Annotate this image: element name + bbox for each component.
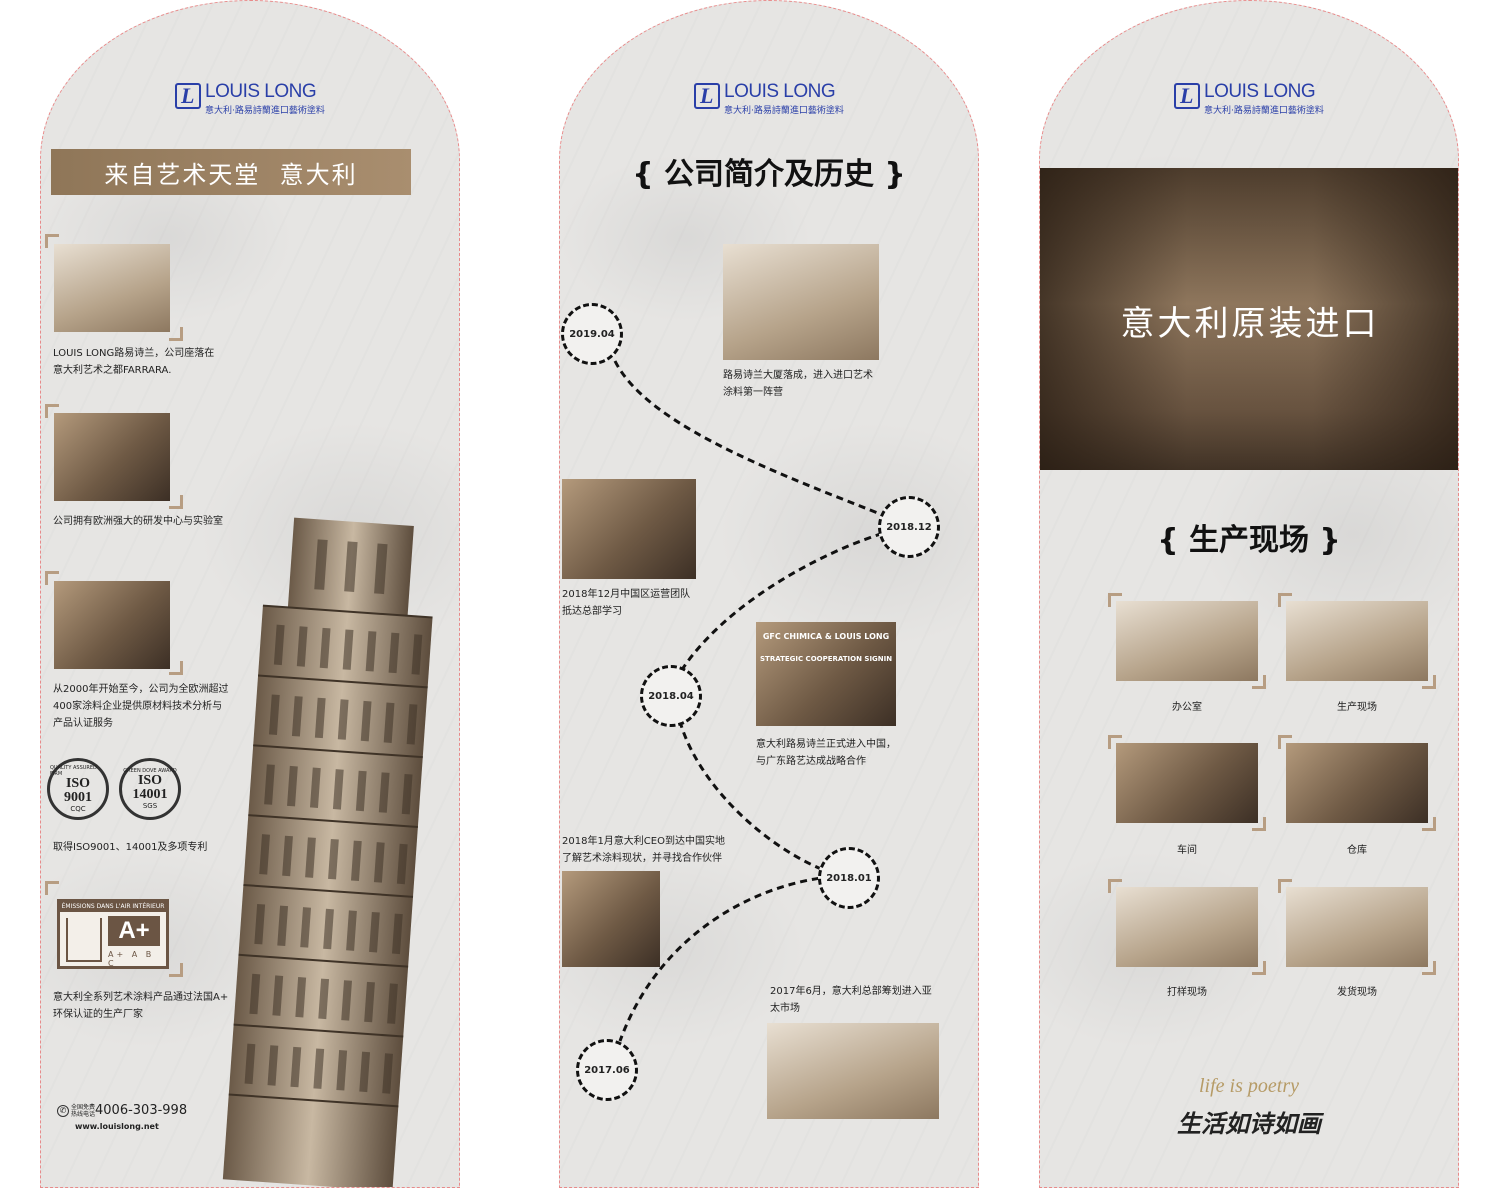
slogan-english: life is poetry <box>1199 1075 1299 1097</box>
milestone-text: 涂料第一阵营 <box>723 387 783 398</box>
panel-production: L LOUIS LONG 意大利·路易詩蘭進口藝術塗料 意大利原装进口 { 生产… <box>1039 0 1459 1188</box>
gallery-caption: 办公室 <box>1172 702 1202 713</box>
item-text: LOUIS LONG路易诗兰，公司座落在 <box>53 348 215 359</box>
photo-city <box>54 244 170 332</box>
section-title: { 生产现场 } <box>1157 523 1341 558</box>
milestone-text: 与广东路艺达成战略合作 <box>756 756 866 767</box>
brand-name: LOUIS LONG <box>724 81 836 102</box>
gallery-caption: 生产现场 <box>1337 702 1377 713</box>
item-text: 从2000年开始至今，公司为全欧洲超过 <box>53 684 229 695</box>
frame-corner <box>45 404 59 418</box>
brand-name: LOUIS LONG <box>1204 81 1316 102</box>
item-text: 环保认证的生产厂家 <box>53 1009 143 1020</box>
frame-corner <box>45 881 59 895</box>
item-text: 400家涂料企业提供原材料技术分析与 <box>53 701 223 712</box>
frame-corner <box>169 327 183 341</box>
logo-icon: L <box>694 83 720 109</box>
gallery-photo[interactable] <box>1286 601 1428 681</box>
frame-corner <box>1422 675 1436 689</box>
gallery-photo[interactable] <box>1116 887 1258 967</box>
item-text: 产品认证服务 <box>53 718 113 729</box>
gallery-caption: 车间 <box>1177 845 1197 856</box>
photo-team <box>562 479 696 579</box>
photo-office <box>54 581 170 669</box>
frame-corner <box>1108 735 1122 749</box>
leaning-tower-image <box>222 517 433 1187</box>
contact-block: ✆ 全国免费热线电话 4006-303-998 www.louislong.ne… <box>57 1103 197 1135</box>
house-icon <box>66 918 102 962</box>
frame-corner <box>1278 735 1292 749</box>
photo-hq <box>767 1023 939 1119</box>
frame-corner <box>1252 961 1266 975</box>
gallery-photo[interactable] <box>1286 887 1428 967</box>
banner: 来自艺术天堂 意大利 <box>51 149 411 195</box>
logo-icon: L <box>1174 83 1200 109</box>
timeline-node-2018-12[interactable]: 2018.12 <box>878 496 940 558</box>
gallery-caption: 仓库 <box>1347 845 1367 856</box>
milestone-text: 了解艺术涂料现状，并寻找合作伙伴 <box>562 853 722 864</box>
logo-icon: L <box>175 83 201 109</box>
phone-icon: ✆ <box>57 1105 69 1117</box>
brand-logo[interactable]: L LOUIS LONG 意大利·路易詩蘭進口藝術塗料 <box>1174 81 1324 116</box>
frame-corner <box>1278 879 1292 893</box>
iso14001-cert-icon: GREEN DOVE AWARD ISO 14001 SGS <box>119 758 181 820</box>
cathedral-hero-image: 意大利原装进口 <box>1040 168 1458 470</box>
brand-name: LOUIS LONG <box>205 81 317 102</box>
panel-history: L LOUIS LONG 意大利·路易詩蘭進口藝術塗料 { 公司简介及历史 } … <box>559 0 979 1188</box>
milestone-text: 2017年6月，意大利总部筹划进入亚 <box>770 986 932 997</box>
frame-corner <box>169 495 183 509</box>
photo-building <box>723 244 879 360</box>
milestone-text: 2018年1月意大利CEO到达中国实地 <box>562 836 725 847</box>
milestone-text: 抵达总部学习 <box>562 606 622 617</box>
brand-subtitle: 意大利·路易詩蘭進口藝術塗料 <box>724 106 844 116</box>
brand-subtitle: 意大利·路易詩蘭進口藝術塗料 <box>205 106 325 116</box>
photo-lab <box>54 413 170 501</box>
milestone-text: 意大利路易诗兰正式进入中国， <box>756 739 896 750</box>
gallery-photo[interactable] <box>1116 743 1258 823</box>
milestone-text: 2018年12月中国区运营团队 <box>562 589 691 600</box>
frame-corner <box>1108 879 1122 893</box>
item-text: 公司拥有欧洲强大的研发中心与实验室 <box>53 516 223 527</box>
timeline-node-2017-06[interactable]: 2017.06 <box>576 1039 638 1101</box>
milestone-text: 路易诗兰大厦落成，进入进口艺术 <box>723 370 873 381</box>
item-text: 意大利艺术之都FARRARA. <box>53 365 172 376</box>
hotline-label: 全国免费热线电话 <box>71 1104 96 1118</box>
hero-title: 意大利原装进口 <box>1120 304 1380 344</box>
frame-corner <box>1108 593 1122 607</box>
timeline-node-2019-04[interactable]: 2019.04 <box>561 303 623 365</box>
gallery-caption: 打样现场 <box>1167 987 1207 998</box>
panel-italy: L LOUIS LONG 意大利·路易詩蘭進口藝術塗料 来自艺术天堂 意大利 L… <box>40 0 460 1188</box>
frame-corner <box>1422 817 1436 831</box>
frame-corner <box>1422 961 1436 975</box>
milestone-text: 太市场 <box>770 1003 800 1014</box>
frame-corner <box>169 963 183 977</box>
brand-logo[interactable]: L LOUIS LONG 意大利·路易詩蘭進口藝術塗料 <box>175 81 325 116</box>
item-text: 意大利全系列艺术涂料产品通过法国A+ <box>53 992 229 1003</box>
gallery-photo[interactable] <box>1116 601 1258 681</box>
frame-corner <box>45 571 59 585</box>
slogan-chinese: 生活如诗如画 <box>1177 1109 1321 1138</box>
frame-corner <box>1278 593 1292 607</box>
banner-text: 来自艺术天堂 意大利 <box>104 160 358 189</box>
aplus-label-icon: ÉMISSIONS DANS L'AIR INTÉRIEUR A+ A+ A B… <box>57 899 169 969</box>
timeline-node-2018-01[interactable]: 2018.01 <box>818 847 880 909</box>
photo-signing: GFC CHIMICA & LOUIS LONG STRATEGIC COOPE… <box>756 622 896 726</box>
gallery-photo[interactable] <box>1286 743 1428 823</box>
frame-corner <box>45 234 59 248</box>
item-text: 取得ISO9001、14001及多项专利 <box>53 842 208 853</box>
gallery-caption: 发货现场 <box>1337 987 1377 998</box>
timeline-node-2018-04[interactable]: 2018.04 <box>640 665 702 727</box>
iso9001-cert-icon: QUALITY ASSURED FIRM ISO 9001 CQC <box>47 758 109 820</box>
frame-corner <box>169 661 183 675</box>
frame-corner <box>1252 675 1266 689</box>
brand-logo[interactable]: L LOUIS LONG 意大利·路易詩蘭進口藝術塗料 <box>694 81 844 116</box>
phone-number[interactable]: 4006-303-998 <box>95 1103 188 1118</box>
photo-ceo <box>562 871 660 967</box>
section-title: { 公司简介及历史 } <box>632 157 906 192</box>
brand-subtitle: 意大利·路易詩蘭進口藝術塗料 <box>1204 106 1324 116</box>
website-link[interactable]: www.louislong.net <box>75 1122 159 1131</box>
frame-corner <box>1252 817 1266 831</box>
